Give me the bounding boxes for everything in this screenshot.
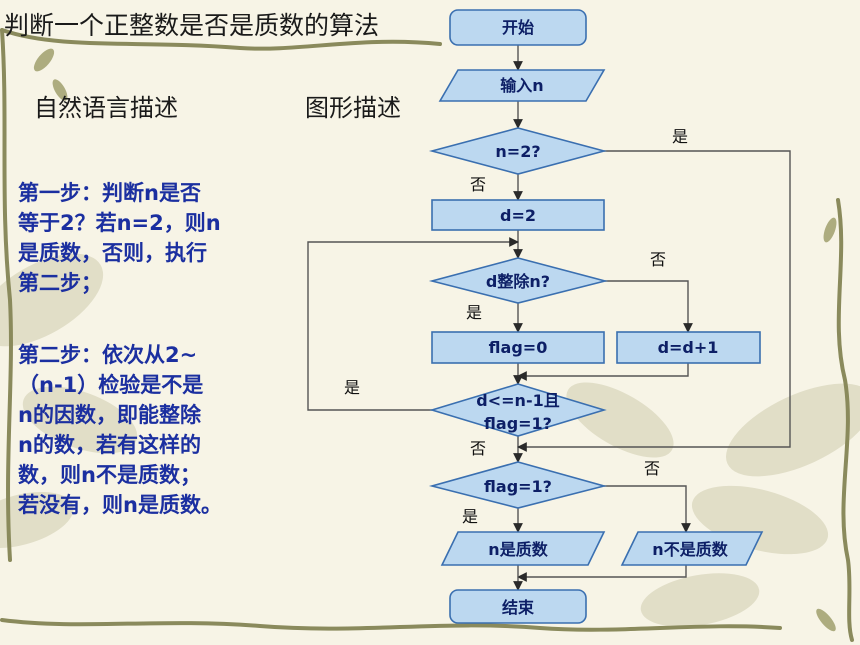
loop-cond-line2: flag=1? [484, 414, 552, 433]
edge-label-no: 否 [644, 459, 660, 478]
end-terminal [449, 589, 587, 624]
edge-label-yes: 是 [672, 127, 688, 146]
out-not-prime-label: n不是质数 [652, 540, 728, 559]
decision-loop-condition [429, 383, 607, 437]
graphic-description-label: 图形描述 [305, 94, 401, 122]
process-assign-d [431, 199, 605, 231]
input-parallelogram [438, 69, 606, 102]
out-prime-label: n是质数 [488, 540, 548, 559]
decision-flag-is-1 [428, 461, 608, 509]
step-one-line: 第二步； [18, 271, 102, 295]
edge-label-no: 否 [470, 439, 486, 458]
edge-div-incr [605, 280, 693, 333]
edge-loop-back [307, 237, 519, 411]
edge-label-yes: 是 [344, 378, 360, 397]
edge-incr-merge [517, 363, 689, 381]
incr-label: d=d+1 [658, 338, 719, 357]
step-two-line: 数，则n不是质数； [18, 463, 201, 487]
output-prime [440, 531, 606, 566]
start-terminal [449, 9, 587, 46]
step-two-line: 若没有，则n是质数。 [18, 493, 222, 517]
process-flag-zero [431, 331, 605, 364]
edge-n2-yes [517, 150, 791, 452]
step-two-line: n的因数，即能整除 [18, 403, 201, 427]
edge-flag-notprime [604, 485, 691, 533]
input-label: 输入n [500, 76, 543, 95]
edge-notprime-merge [517, 565, 687, 582]
edge-label-yes: 是 [466, 303, 482, 322]
step-two-text: 第二步：依次从2~ （n-1）检验是不是 n的因数，即能整除 n的数，若有这样的… [18, 340, 293, 520]
edge-label-no: 否 [470, 175, 486, 194]
edge-label-yes: 是 [462, 507, 478, 526]
start-label: 开始 [502, 18, 534, 37]
step-one-text: 第一步：判断n是否 等于2？若n=2，则n 是质数，否则，执行 第二步； [18, 178, 288, 298]
cond-flag-label: flag=1? [484, 477, 552, 496]
decision-n-equals-2 [428, 127, 608, 175]
end-label: 结束 [501, 598, 535, 617]
natural-language-label: 自然语言描述 [34, 94, 178, 122]
step-one-line: 等于2？若n=2，则n [18, 211, 221, 235]
decision-d-divides-n [428, 257, 609, 304]
flag0-label: flag=0 [489, 338, 548, 357]
step-one-line: 是质数，否则，执行 [18, 241, 207, 265]
step-two-line: n的数，若有这样的 [18, 433, 201, 457]
cond-n2-label: n=2? [495, 142, 540, 161]
step-one-line: 第一步：判断n是否 [18, 181, 201, 205]
page-title: 判断一个正整数是否是质数的算法 [4, 11, 380, 40]
step-two-line: 第二步：依次从2~ [18, 343, 198, 367]
output-not-prime [620, 531, 764, 566]
step-two-line: （n-1）检验是不是 [18, 373, 204, 397]
edge-label-no: 否 [650, 250, 666, 269]
loop-cond-line1: d<=n-1且 [476, 391, 559, 410]
cond-div-label: d整除n? [486, 272, 550, 291]
assign-d-label: d=2 [500, 206, 536, 225]
process-increment-d [616, 331, 761, 364]
